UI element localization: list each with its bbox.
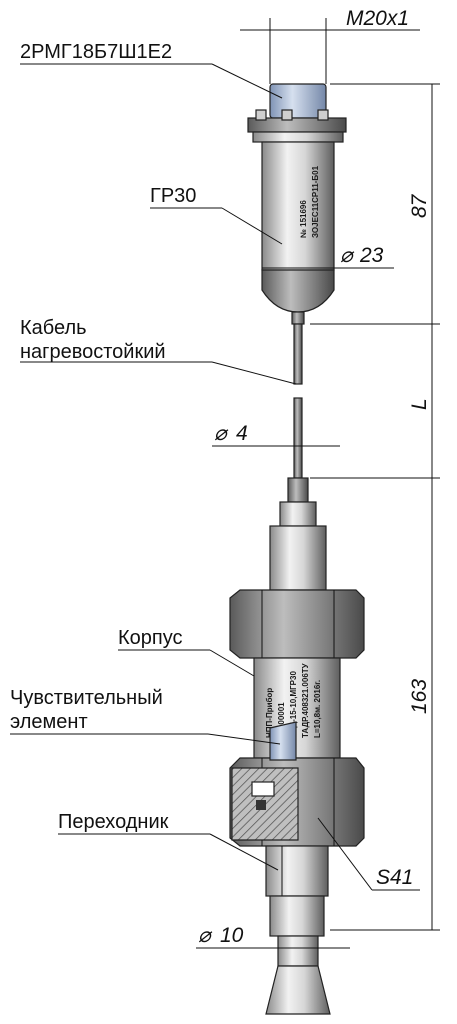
body-marking-4: ТАДР.408321.006ТУ xyxy=(301,662,310,738)
dim-cable-diameter-symbol: ⌀ xyxy=(214,422,229,445)
dim-head-diameter: 23 xyxy=(359,244,384,267)
label-sensor-1: Чувствительный xyxy=(10,687,163,709)
body-marking-3: ПТД-15-10,МГР30 xyxy=(289,671,298,738)
dim-wrench-size: S41 xyxy=(376,866,413,889)
dim-head-length: 87 xyxy=(408,193,431,218)
label-connector: 2РМГ18Б7Ш1Е2 xyxy=(20,41,172,63)
label-cable-1: Кабель xyxy=(20,317,87,339)
connector xyxy=(247,83,347,143)
head-marking-2: ЗОЈЕС11СР11-Б01 xyxy=(311,165,320,238)
body-marking-5: L=10,8м. 2016г. xyxy=(313,680,322,738)
leader-lines xyxy=(10,63,420,891)
label-adapter: Переходник xyxy=(58,811,169,833)
dimension-lines xyxy=(196,18,440,949)
label-cable-2: нагревостойкий xyxy=(20,341,166,363)
head-housing: № 151696 ЗОЈЕС11СР11-Б01 xyxy=(261,141,335,325)
head-marking-1: № 151696 xyxy=(299,200,308,238)
cable xyxy=(293,323,303,479)
dim-cable-length: L xyxy=(408,398,431,410)
label-head: ГР30 xyxy=(150,185,196,207)
body-marking-1: НПП-Прибор xyxy=(265,688,274,738)
body-marking-2: №100001 xyxy=(277,702,286,738)
label-sensor-2: элемент xyxy=(10,711,88,733)
dim-cable-diameter: 4 xyxy=(236,422,248,445)
dim-head-diameter-symbol: ⌀ xyxy=(340,244,355,267)
dim-tip-diameter-symbol: ⌀ xyxy=(198,924,213,947)
dim-body-length: 163 xyxy=(408,679,431,714)
label-body: Корпус xyxy=(118,627,183,649)
dim-tip-diameter: 10 xyxy=(220,924,244,947)
body-assembly: НПП-Прибор №100001 ПТД-15-10,МГР30 ТАДР.… xyxy=(229,477,365,1015)
dim-thread: M20x1 xyxy=(346,7,409,30)
sensing-element xyxy=(269,721,297,761)
